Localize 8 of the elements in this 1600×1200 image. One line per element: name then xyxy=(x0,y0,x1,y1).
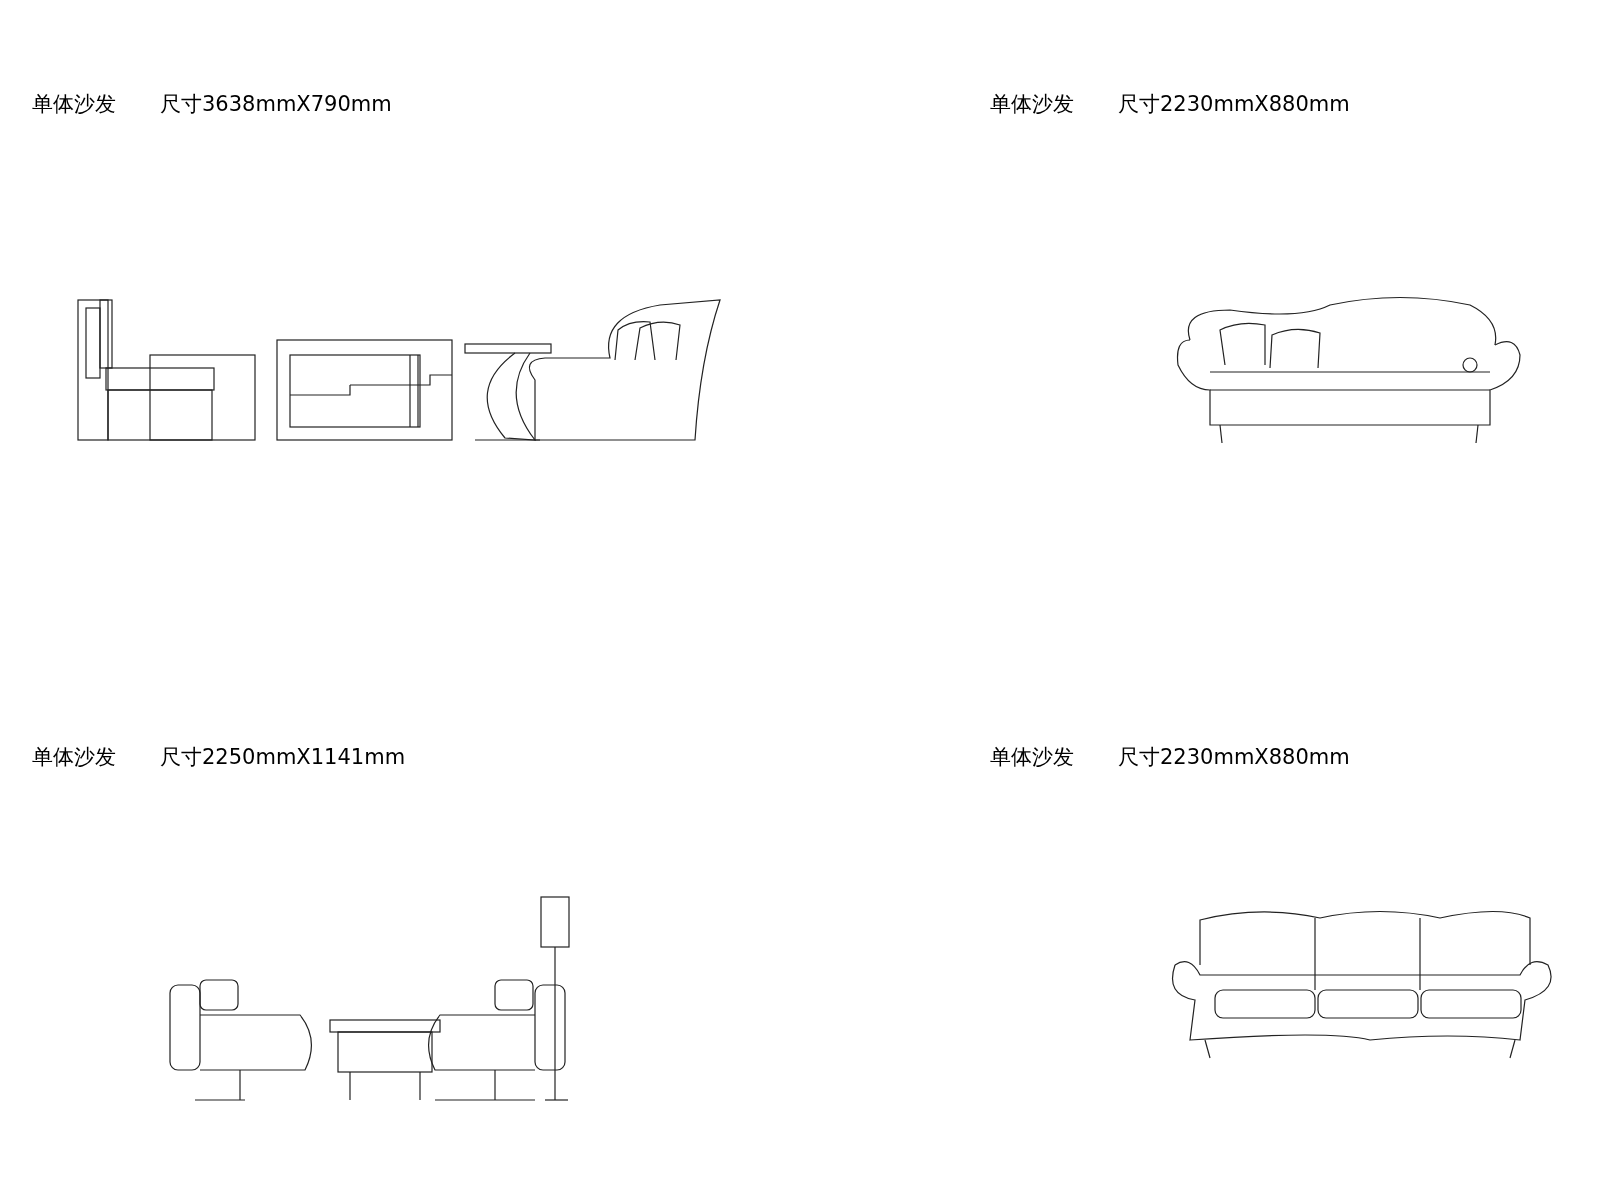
dimension-text: 尺寸2230mmX880mm xyxy=(1118,91,1350,118)
sofa-name: 单体沙发 xyxy=(990,91,1074,118)
dimension-text: 尺寸2250mmX1141mm xyxy=(160,744,406,771)
dimension-text: 尺寸3638mmX790mm xyxy=(160,91,392,118)
sofa-name: 单体沙发 xyxy=(990,744,1074,771)
sofa-name: 单体沙发 xyxy=(32,744,116,771)
sofa-name: 单体沙发 xyxy=(32,91,116,118)
dimension-text: 尺寸2230mmX880mm xyxy=(1118,744,1350,771)
